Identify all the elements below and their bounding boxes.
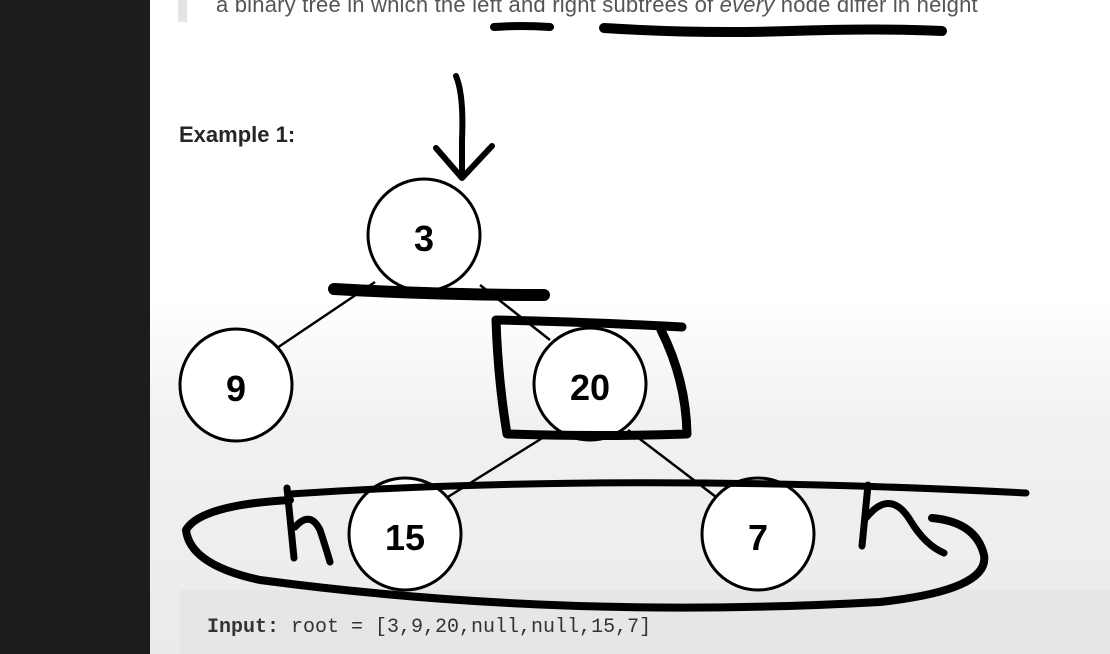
box-around-20 (491, 315, 692, 440)
code-block (180, 590, 1110, 654)
hand-annotations (182, 22, 1030, 612)
desc-every-word: every (719, 0, 775, 17)
edge-20-7 (627, 429, 721, 501)
tree-node-7: 7 (700, 476, 816, 592)
leaf-level-loop (182, 496, 989, 612)
tree-node-15: 15 (347, 476, 463, 592)
node-label: 9 (226, 368, 246, 409)
code-line: Input: root = [3,9,20,null,null,15,7] (207, 616, 651, 639)
node-label: 20 (570, 367, 610, 408)
code-label: Input: (207, 616, 280, 639)
underline-right-subtrees (599, 23, 947, 37)
problem-description: a binary tree in which the left and righ… (216, 0, 978, 18)
desc-middle: and (502, 0, 553, 17)
desc-left-word: left (472, 0, 503, 17)
code-value: root = [3,9,20,null,null,15,7] (279, 616, 652, 639)
desc-right-phrase: right subtrees (552, 0, 689, 17)
leaf-level-stroke (286, 479, 1030, 498)
node-label: 3 (414, 218, 434, 259)
desc-suffix: node differ in height (774, 0, 978, 17)
node-label: 7 (748, 517, 768, 558)
dark-sidebar (0, 0, 150, 654)
tree-node-20: 20 (532, 326, 648, 442)
example-heading: Example 1: (179, 122, 296, 147)
node-label: 15 (385, 517, 425, 558)
node-circle (178, 327, 294, 443)
desc-prefix: a binary tree in which the (216, 0, 473, 17)
arrow-head (433, 143, 495, 181)
root-underline (328, 283, 550, 301)
arrow-shaft (453, 73, 466, 175)
node-circle (700, 476, 816, 592)
blockquote-bar (178, 0, 187, 22)
edge-20-15 (442, 430, 553, 502)
right-h-glyph (858, 481, 948, 557)
desc-of: of (688, 0, 720, 17)
tree-node-3: 3 (366, 177, 482, 293)
node-circle (532, 326, 648, 442)
left-h-glyph (283, 484, 334, 566)
tree-node-9: 9 (178, 327, 294, 443)
node-circle (347, 476, 463, 592)
underline-left (490, 22, 554, 31)
